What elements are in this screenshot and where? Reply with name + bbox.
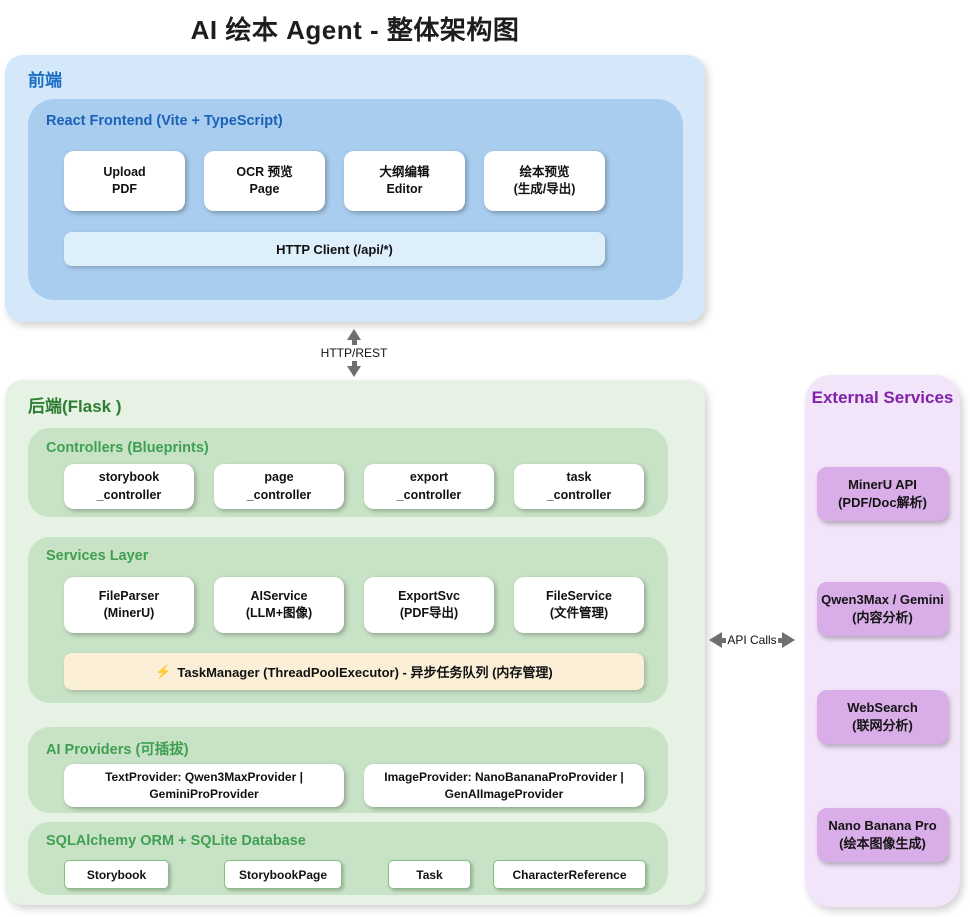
card-line: (文件管理) bbox=[549, 606, 609, 620]
card-line: 大纲编辑 bbox=[379, 164, 430, 179]
page-title: AI 绘本 Agent - 整体架构图 bbox=[190, 15, 520, 45]
database-label: SQLAlchemy ORM + SQLite Database bbox=[46, 833, 306, 849]
card-line: (PDF/Doc解析) bbox=[838, 495, 927, 510]
card-line: (绘本图像生成) bbox=[839, 836, 926, 851]
card-line: export bbox=[409, 470, 449, 484]
card-line: (LLM+图像) bbox=[245, 606, 313, 620]
api-calls-label: API Calls bbox=[727, 633, 777, 647]
provider-card-image: ImageProvider: NanoBananaProProvider | G… bbox=[364, 764, 644, 807]
controller-card-page: page _controller bbox=[214, 464, 344, 509]
db-card-storybookpage: StorybookPage bbox=[224, 860, 342, 889]
external-card-mineru: MinerU API (PDF/Doc解析) bbox=[817, 467, 948, 521]
card-line: AIService bbox=[250, 588, 308, 603]
card-line: _controller bbox=[396, 487, 462, 502]
db-card-characterreference: CharacterReference bbox=[493, 860, 646, 889]
frontend-card-ocr-preview: OCR 预览 Page bbox=[204, 151, 325, 211]
card-line: ExportSvc bbox=[398, 588, 460, 603]
arrow-shaft bbox=[722, 637, 727, 643]
arrow-shaft bbox=[777, 637, 782, 643]
lightning-icon: ⚡ bbox=[155, 663, 172, 679]
external-card-websearch: WebSearch (联网分析) bbox=[817, 690, 948, 744]
card-line: TextProvider: Qwen3MaxProvider | bbox=[105, 769, 303, 784]
card-line: storybook bbox=[98, 470, 160, 484]
http-rest-arrow: HTTP/REST bbox=[314, 329, 394, 381]
arrow-shaft bbox=[351, 361, 357, 366]
frontend-card-outline-editor: 大纲编辑 Editor bbox=[344, 151, 465, 211]
http-client-box: HTTP Client (/api/*) bbox=[64, 232, 605, 266]
card-line: MinerU API bbox=[848, 477, 917, 493]
api-calls-arrow: API Calls bbox=[706, 628, 798, 652]
service-card-fileparser: FileParser (MinerU) bbox=[64, 577, 194, 633]
external-services-label: External Services bbox=[811, 388, 954, 407]
card-line: ImageProvider: NanoBananaProProvider | bbox=[384, 769, 624, 784]
card-line: Page bbox=[249, 182, 280, 196]
card-line: Upload bbox=[103, 164, 146, 179]
card-line: _controller bbox=[246, 487, 312, 502]
frontend-card-upload-pdf: Upload PDF bbox=[64, 151, 185, 211]
card-line: task bbox=[566, 470, 592, 484]
card-line: OCR 预览 bbox=[236, 164, 293, 179]
card-line: GeminiProProvider bbox=[149, 786, 259, 801]
card-line: PDF bbox=[112, 182, 137, 196]
card-line: _controller bbox=[546, 487, 612, 502]
arrow-up-icon bbox=[347, 329, 361, 340]
card-line: page bbox=[264, 470, 294, 484]
card-line: (内容分析) bbox=[852, 610, 913, 625]
service-card-aiservice: AIService (LLM+图像) bbox=[214, 577, 344, 633]
card-line: FileParser bbox=[98, 588, 160, 603]
task-manager-text: TaskManager (ThreadPoolExecutor) - 异步任务队… bbox=[177, 665, 553, 680]
card-line: (MinerU) bbox=[103, 606, 155, 620]
services-label: Services Layer bbox=[46, 548, 149, 564]
frontend-card-book-preview: 绘本预览 (生成/导出) bbox=[484, 151, 605, 211]
controllers-label: Controllers (Blueprints) bbox=[46, 440, 209, 456]
card-line: (PDF导出) bbox=[399, 606, 459, 620]
service-card-exportsvc: ExportSvc (PDF导出) bbox=[364, 577, 494, 633]
arrow-down-icon bbox=[347, 366, 361, 377]
card-line: Editor bbox=[386, 182, 423, 196]
arrow-shaft bbox=[351, 340, 357, 345]
card-line: (生成/导出) bbox=[513, 182, 576, 196]
card-line: WebSearch bbox=[847, 700, 918, 716]
card-line: GenAIImageProvider bbox=[444, 786, 564, 801]
card-line: Qwen3Max / Gemini bbox=[821, 592, 944, 608]
task-manager-box: ⚡ TaskManager (ThreadPoolExecutor) - 异步任… bbox=[64, 653, 644, 690]
card-line: _controller bbox=[96, 487, 162, 502]
service-card-fileservice: FileService (文件管理) bbox=[514, 577, 644, 633]
external-card-qwen-gemini: Qwen3Max / Gemini (内容分析) bbox=[817, 582, 948, 636]
card-line: 绘本预览 bbox=[519, 164, 570, 179]
http-rest-label: HTTP/REST bbox=[320, 346, 388, 360]
react-frontend-label: React Frontend (Vite + TypeScript) bbox=[46, 113, 283, 129]
backend-label: 后端(Flask ) bbox=[28, 397, 122, 416]
arrow-right-icon bbox=[781, 632, 795, 648]
controller-card-storybook: storybook _controller bbox=[64, 464, 194, 509]
provider-card-text: TextProvider: Qwen3MaxProvider | GeminiP… bbox=[64, 764, 344, 807]
card-line: FileService bbox=[545, 588, 612, 603]
controller-card-export: export _controller bbox=[364, 464, 494, 509]
db-card-task: Task bbox=[388, 860, 471, 889]
external-card-nano-banana: Nano Banana Pro (绘本图像生成) bbox=[817, 808, 948, 862]
db-card-storybook: Storybook bbox=[64, 860, 169, 889]
arrow-left-icon bbox=[709, 632, 723, 648]
card-line: Nano Banana Pro bbox=[828, 818, 937, 834]
controller-card-task: task _controller bbox=[514, 464, 644, 509]
card-line: (联网分析) bbox=[852, 718, 913, 733]
frontend-label: 前端 bbox=[28, 71, 62, 90]
providers-label: AI Providers (可插拔) bbox=[46, 742, 189, 758]
